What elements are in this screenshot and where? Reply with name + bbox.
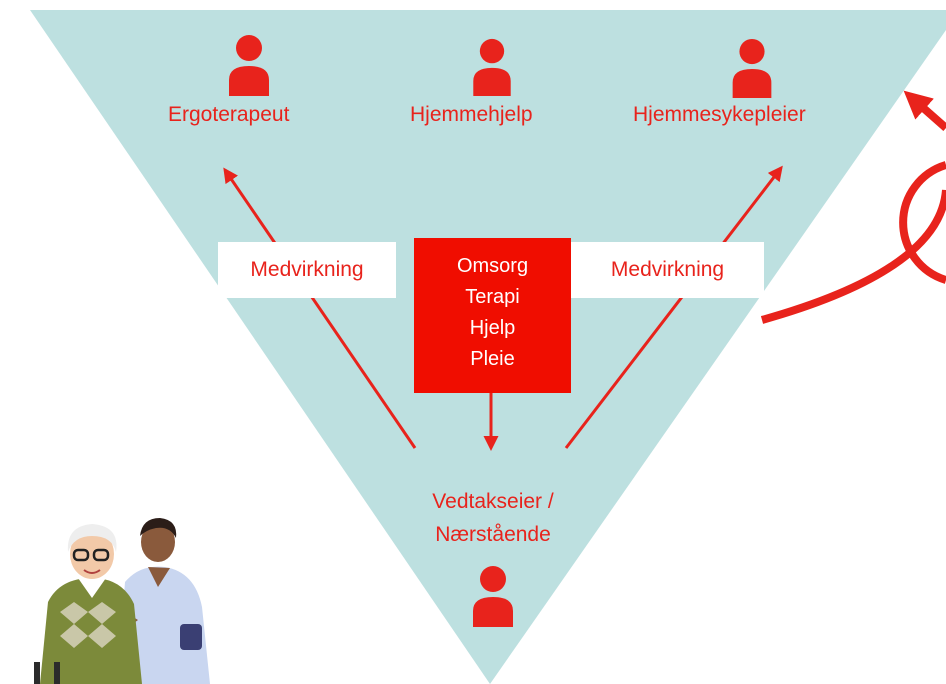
role-label-hjemmehjelp: Hjemmehjelp <box>410 103 533 126</box>
arrow-to-hjemmesykepleier-external <box>903 90 946 131</box>
service-line: Pleie <box>470 348 515 370</box>
service-line: Omsorg <box>456 255 529 277</box>
curved-arrow-from-right <box>760 189 946 324</box>
right-link-label: Medvirkning <box>571 242 764 298</box>
caregiver-illustration <box>34 518 210 684</box>
person-icon <box>473 566 513 627</box>
person-icon <box>229 35 269 96</box>
person-icon <box>732 38 772 98</box>
arrow-to-ergoterapeut <box>223 167 417 449</box>
arrow-to-hjemmesykepleier <box>564 165 783 449</box>
service-line: Hjelp <box>469 317 516 339</box>
recipient-line-2: Nærstående <box>435 523 551 546</box>
service-line: Terapi <box>465 286 520 308</box>
recipient-label: Vedtakseier / Nærstående <box>390 485 596 551</box>
recipient-line-1: Vedtakseier / <box>432 490 554 513</box>
person-icon <box>473 38 511 96</box>
circle-fragment-right <box>899 161 946 284</box>
role-label-ergoterapeut: Ergoterapeut <box>168 103 290 126</box>
service-box: Omsorg Terapi Hjelp Pleie <box>414 238 571 393</box>
left-link-label: Medvirkning <box>218 242 396 298</box>
role-label-hjemmesykepleier: Hjemmesykepleier <box>633 103 806 126</box>
